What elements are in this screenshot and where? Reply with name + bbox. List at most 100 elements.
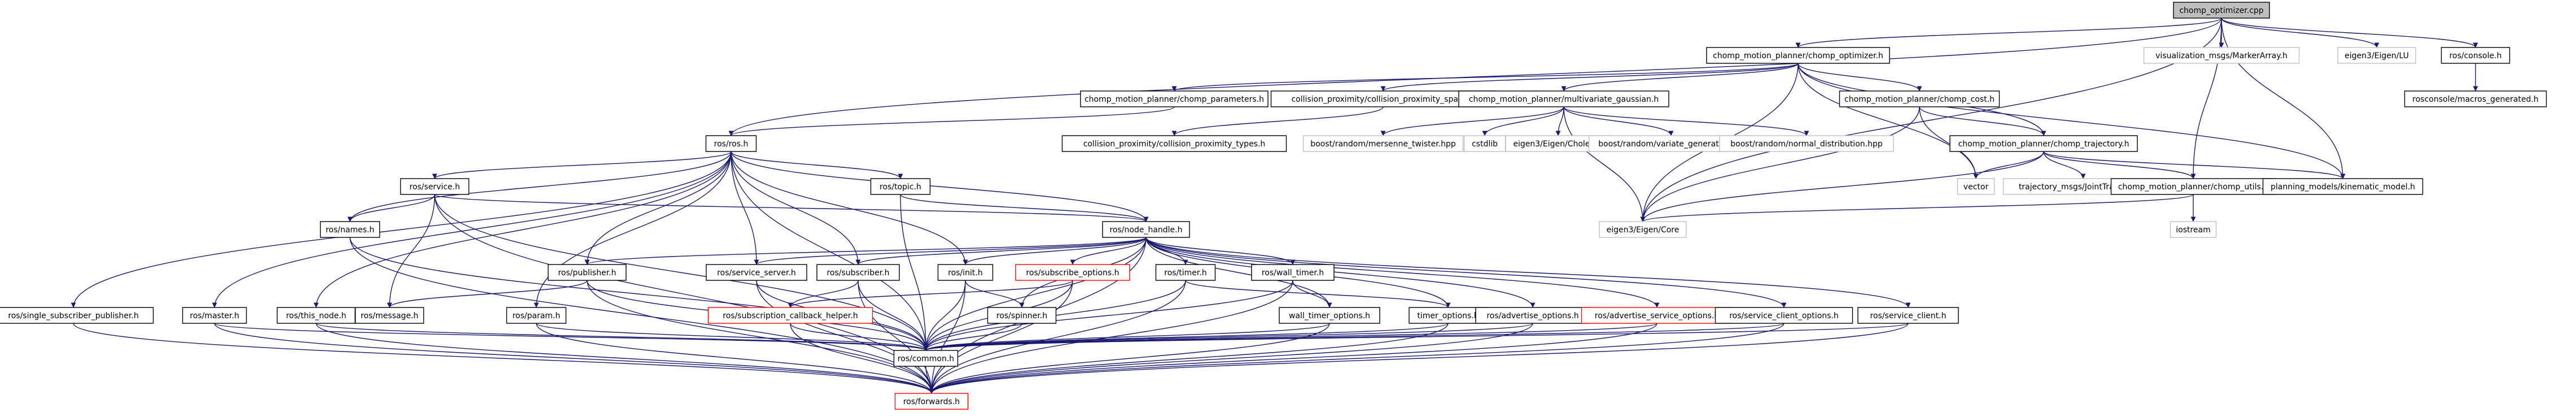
node-ssrv[interactable]: ros/service_server.h (706, 264, 807, 281)
node-nh[interactable]: ros/node_handle.h (1102, 221, 1190, 238)
node-label: ros/service.h (409, 183, 460, 192)
edge-root-to-cop (1795, 18, 2222, 48)
edge-nh-to-sco (1145, 237, 1787, 308)
node-rosconsole[interactable]: ros/console.h (2441, 47, 2511, 64)
edge-nh-to-wto (1145, 237, 1332, 308)
node-label: boost/random/mersenne_twister.hpp (1310, 140, 1456, 149)
edge-sub-to-fwd (858, 280, 934, 394)
node-iostream[interactable]: iostream (2170, 221, 2217, 238)
edge-sco-to-common (924, 323, 1785, 351)
edge-rosros-to-param (533, 151, 732, 308)
node-ndist[interactable]: boost/random/normal_distribution.hpp (1719, 135, 1894, 152)
node-box (2337, 47, 2416, 64)
node-topic[interactable]: ros/topic.h (870, 178, 931, 195)
edge-pub-to-fwd (587, 280, 934, 394)
node-box (277, 307, 356, 324)
node-cparams[interactable]: chomp_motion_planner/chomp_parameters.h (1080, 90, 1269, 107)
edge-param-to-fwd (536, 323, 934, 394)
node-common[interactable]: ros/common.h (893, 350, 959, 367)
edge-rosros-to-ssrv (731, 151, 759, 265)
edge-wtimer-to-wto (1292, 280, 1332, 308)
node-sch[interactable]: ros/subscription_callback_helper.h (707, 307, 873, 324)
node-ecore[interactable]: eigen3/Eigen/Core (1599, 221, 1687, 238)
node-root[interactable]: chomp_optimizer.cpp (2173, 2, 2270, 19)
node-advso[interactable]: ros/advertise_service_options.h (1581, 307, 1733, 324)
node-box (1475, 307, 1590, 324)
edge-cop-to-mvg (1561, 63, 1799, 92)
node-cop[interactable]: chomp_motion_planner/chomp_optimizer.h (1706, 47, 1890, 64)
node-pmkm[interactable]: planning_models/kinematic_model.h (2262, 178, 2424, 195)
edge-sub-to-common (858, 280, 929, 351)
edge-rosros-to-master (212, 151, 732, 308)
edge-root-to-cutils (2190, 18, 2222, 179)
node-label: wall_timer_options.h (1289, 311, 1370, 320)
node-label: ros/ros.h (714, 140, 749, 149)
node-box (355, 307, 425, 324)
node-box (1715, 307, 1853, 324)
edge-cop-to-vector (1797, 63, 1979, 179)
node-label: boost/random/variate_generator.hpp (1598, 140, 1744, 149)
node-sub[interactable]: ros/subscriber.h (816, 264, 900, 281)
node-spinner[interactable]: ros/spinner.h (987, 307, 1057, 324)
edge-master-to-common (214, 323, 929, 351)
node-box (1155, 264, 1216, 281)
node-eigenlu[interactable]: eigen3/Eigen/LU (2337, 47, 2416, 64)
node-label: chomp_motion_planner/chomp_utils.h (2118, 183, 2268, 192)
edge-thisnode-to-fwd (316, 323, 934, 394)
node-pub[interactable]: ros/publisher.h (548, 264, 627, 281)
node-box (1302, 135, 1464, 152)
node-ccost[interactable]: chomp_motion_planner/chomp_cost.h (1839, 90, 2000, 107)
node-init[interactable]: ros/init.h (937, 264, 994, 281)
node-wtimer[interactable]: ros/wall_timer.h (1251, 264, 1335, 281)
edge-mvg-to-mt (1380, 106, 1564, 136)
node-cpt[interactable]: collision_proximity/collision_proximity_… (1061, 135, 1287, 152)
node-names[interactable]: ros/names.h (320, 221, 381, 238)
edge-sch-to-fwd (790, 323, 934, 394)
node-service[interactable]: ros/service.h (400, 178, 470, 195)
node-ctraj[interactable]: chomp_motion_planner/chomp_trajectory.h (1949, 135, 2138, 152)
node-label: chomp_optimizer.cpp (2179, 6, 2263, 15)
node-to[interactable]: timer_options.h (1409, 307, 1488, 324)
node-param[interactable]: ros/param.h (506, 307, 567, 324)
edge-timer-to-to (1185, 280, 1451, 308)
node-box (2170, 221, 2217, 238)
node-mt[interactable]: boost/random/mersenne_twister.hpp (1302, 135, 1464, 152)
node-box (1458, 90, 1669, 107)
node-label: ros/wall_timer.h (1262, 268, 1324, 278)
node-box (320, 221, 381, 238)
edge-sub-to-sch (788, 280, 859, 308)
node-cutils[interactable]: chomp_motion_planner/chomp_utils.h (2110, 178, 2276, 195)
node-box (1599, 221, 1687, 238)
node-box (987, 307, 1057, 324)
node-master[interactable]: ros/master.h (182, 307, 247, 324)
edge-param-to-common (536, 323, 929, 351)
edge-subopt-to-fwd (929, 280, 1073, 394)
node-cstdlib[interactable]: cstdlib (1463, 135, 1506, 152)
edge-nh-to-pub (584, 237, 1147, 265)
node-sc[interactable]: ros/service_client.h (1857, 307, 1959, 324)
edge-cop-to-ccost (1797, 63, 1922, 92)
node-label: ros/this_node.h (286, 311, 347, 320)
node-advo[interactable]: ros/advertise_options.h (1475, 307, 1590, 324)
node-wto[interactable]: wall_timer_options.h (1279, 307, 1380, 324)
node-rosros[interactable]: ros/ros.h (705, 135, 757, 152)
node-mvg[interactable]: chomp_motion_planner/multivariate_gaussi… (1458, 90, 1669, 107)
node-fwd[interactable]: ros/forwards.h (894, 393, 969, 410)
node-thisnode[interactable]: ros/this_node.h (277, 307, 356, 324)
node-box (1409, 307, 1488, 324)
node-box (2441, 47, 2511, 64)
node-timer[interactable]: ros/timer.h (1155, 264, 1216, 281)
edge-names-to-common (349, 237, 929, 351)
node-ssp[interactable]: ros/single_subscriber_publisher.h (0, 307, 154, 324)
node-label: ros/names.h (326, 226, 374, 235)
node-msg[interactable]: ros/message.h (355, 307, 425, 324)
edge-cparams-to-rosros (728, 106, 1175, 136)
node-box (707, 307, 873, 324)
node-rcmacros[interactable]: rosconsole/macros_generated.h (2404, 90, 2547, 107)
node-vector[interactable]: vector (1957, 178, 1995, 195)
node-subopt[interactable]: ros/subscribe_options.h (1015, 264, 1130, 281)
dependency-nodes: chomp_optimizer.cpp chomp_motion_planner/… (0, 2, 2547, 410)
node-cps[interactable]: collision_proximity/collision_proximity_… (1270, 90, 1496, 107)
node-sco[interactable]: ros/service_client_options.h (1715, 307, 1853, 324)
node-vis[interactable]: visualization_msgs/MarkerArray.h (2143, 47, 2300, 64)
